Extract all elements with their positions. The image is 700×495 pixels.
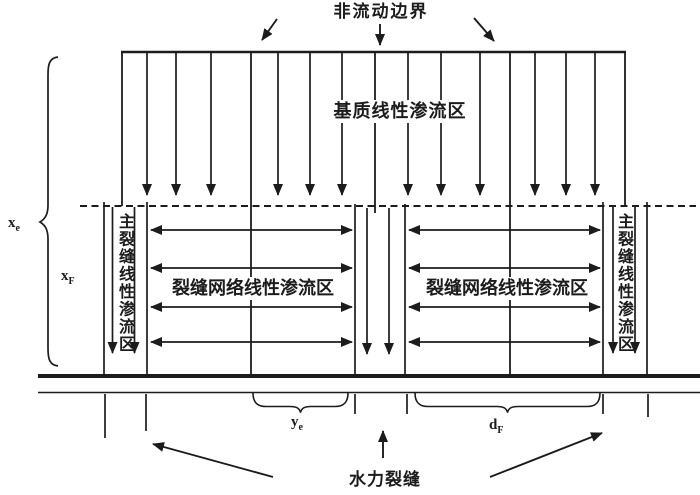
- xe-dimension-brace: [38, 56, 59, 367]
- ye-dimension-brace: [252, 392, 349, 413]
- no-flow-boundary-pointer-arrows: [261, 17, 495, 46]
- pointer-arrow: [261, 18, 278, 41]
- pointer-arrow: [489, 432, 603, 478]
- fracture-network-flow-arrows-left: [150, 225, 353, 347]
- hydraulic-fracture-label: 水力裂缝: [349, 470, 421, 489]
- ye-dimension-label: ye: [291, 414, 303, 433]
- main-fracture-region-label-left: 主裂缝线性渗流区: [116, 213, 133, 353]
- main-fracture-region-label-right: 主裂缝线性渗流区: [615, 213, 632, 353]
- pointer-arrow: [473, 17, 495, 42]
- pointer-arrow: [152, 442, 274, 478]
- fracture-network-flow-arrows-right: [408, 225, 601, 347]
- hydraulic-fracture-pointer-arrows: [152, 430, 603, 478]
- center-hydraulic-fracture-column: [354, 204, 408, 414]
- no-flow-boundary-label: 非流动边界: [333, 2, 429, 21]
- df-dimension-brace: [414, 392, 601, 413]
- section-divider-lines: [121, 52, 626, 374]
- matrix-linear-flow-region-label: 基质线性渗流区: [325, 100, 475, 123]
- matrix-flow-arrows: [142, 52, 600, 196]
- left-main-fracture-column: [103, 202, 148, 438]
- fracture-network-region-label-right: 裂缝网络线性渗流区: [417, 277, 597, 300]
- outer-boundary-lines: [38, 50, 700, 394]
- right-main-fracture-column: [602, 202, 649, 417]
- xf-dimension-label: xF: [61, 268, 75, 287]
- xe-dimension-label: xe: [8, 215, 20, 234]
- fracture-network-region-label-left: 裂缝网络线性渗流区: [163, 277, 343, 300]
- df-dimension-label: dF: [489, 417, 504, 436]
